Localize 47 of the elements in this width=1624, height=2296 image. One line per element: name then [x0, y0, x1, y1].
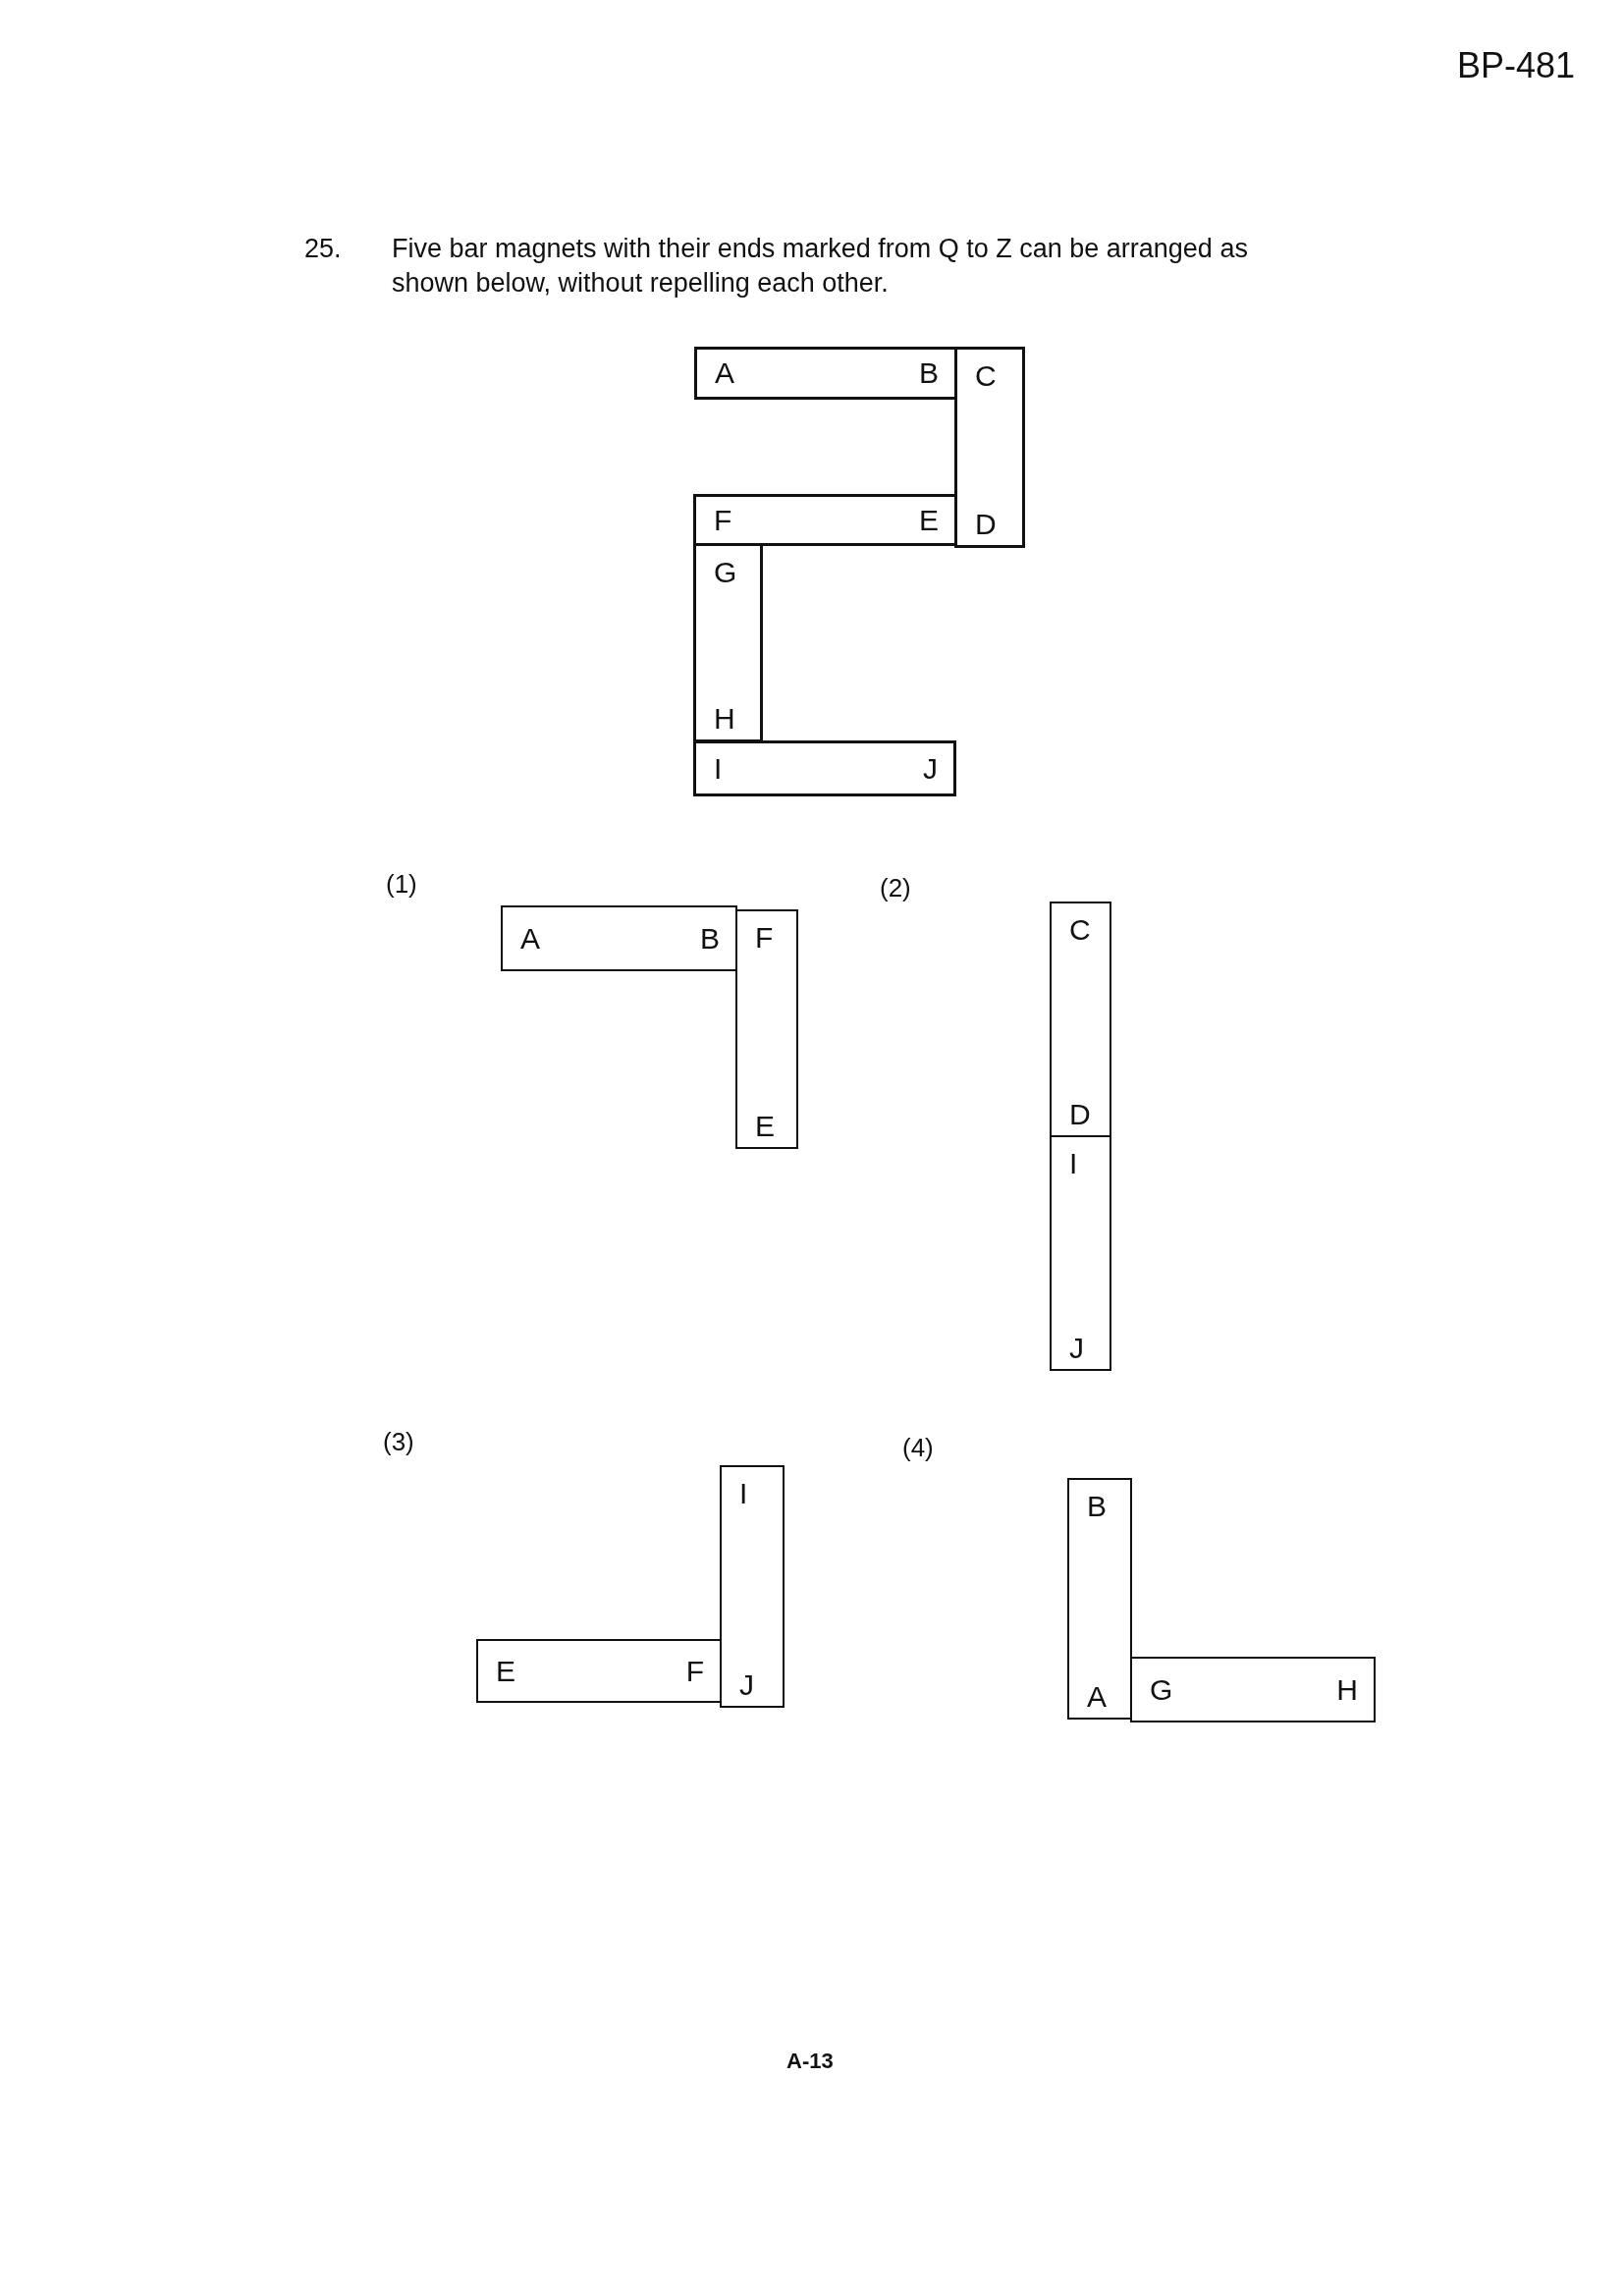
option-number: (1)	[386, 868, 417, 901]
page-number: A-13	[786, 2048, 834, 2075]
bar-magnet	[693, 740, 956, 796]
question-number: 25.	[304, 233, 342, 265]
pole-letter: B	[919, 358, 939, 388]
pole-letter: H	[714, 704, 735, 734]
pole-letter: B	[1087, 1492, 1107, 1521]
pole-letter: G	[1150, 1674, 1173, 1705]
pole-letter: I	[1069, 1149, 1078, 1178]
pole-letter: I	[739, 1479, 748, 1508]
bar-magnet	[501, 905, 737, 971]
pole-letter: C	[1069, 915, 1091, 945]
bar-magnet	[720, 1465, 785, 1708]
bar-magnet	[693, 494, 957, 546]
pole-letter: I	[714, 753, 723, 784]
pole-letter: J	[1069, 1334, 1084, 1363]
pole-letter: D	[975, 510, 997, 539]
pole-letter: H	[1336, 1674, 1358, 1705]
bar-magnet	[1050, 1135, 1111, 1371]
pole-letter: D	[1069, 1100, 1091, 1129]
pole-letter: A	[1087, 1682, 1107, 1712]
bar-magnet	[1067, 1478, 1132, 1720]
pole-letter: F	[755, 923, 774, 953]
bar-magnet	[1050, 902, 1111, 1137]
pole-letter: F	[714, 505, 732, 535]
pole-letter: C	[975, 361, 997, 391]
pole-letter: A	[520, 923, 540, 954]
pole-letter: E	[496, 1656, 515, 1686]
option-number: (3)	[383, 1426, 414, 1458]
question-text: Five bar magnets with their ends marked from Q to Z can be arranged as shown below, without repelling each other.	[392, 233, 1249, 301]
pole-letter: E	[755, 1112, 775, 1141]
page-code: BP-481	[1457, 44, 1576, 87]
pole-letter: E	[919, 505, 939, 535]
bar-magnet	[476, 1639, 722, 1703]
bar-magnet	[694, 347, 957, 400]
option-number: (4)	[902, 1432, 934, 1464]
pole-letter: F	[685, 1656, 704, 1686]
pole-letter: G	[714, 558, 737, 587]
bar-magnet	[693, 543, 763, 742]
pole-letter: B	[700, 923, 720, 954]
pole-letter: J	[739, 1670, 754, 1700]
pole-letter: A	[715, 358, 734, 388]
bar-magnet	[954, 347, 1025, 548]
bar-magnet	[1130, 1657, 1376, 1722]
option-number: (2)	[880, 872, 911, 904]
pole-letter: J	[923, 753, 938, 784]
bar-magnet	[735, 909, 798, 1149]
